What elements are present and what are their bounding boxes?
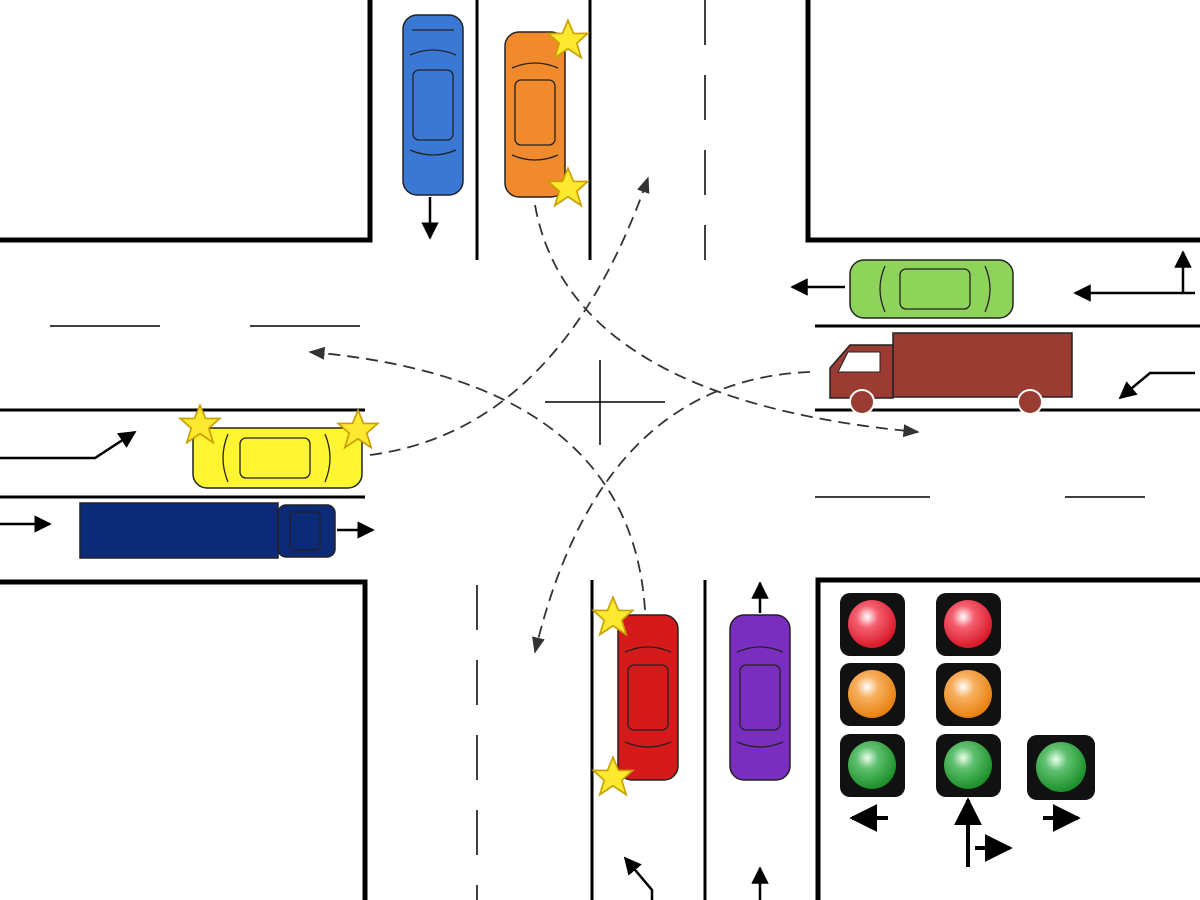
block-top-right xyxy=(805,0,1200,243)
red-car xyxy=(617,614,679,781)
block-bottom-left xyxy=(0,579,368,900)
traffic-light-right-green xyxy=(1027,735,1095,800)
traffic-light-left-amber xyxy=(840,663,905,726)
arrow-turn-icon xyxy=(623,856,654,900)
purple-car xyxy=(729,614,791,781)
block-top-left xyxy=(0,0,373,243)
traffic-lights xyxy=(840,593,1095,867)
traffic-light-left-red xyxy=(840,593,905,656)
block-bottom-right xyxy=(815,577,1200,900)
arrow-turn-icon xyxy=(0,430,137,460)
traffic-light-straight-green xyxy=(936,734,1001,797)
traffic-light-straight-red xyxy=(936,593,1001,656)
navy-truck xyxy=(79,502,336,559)
arrow-turn-icon xyxy=(1118,371,1195,400)
brown-truck xyxy=(829,332,1073,415)
green-car xyxy=(849,259,1014,319)
traffic-light-left-green xyxy=(840,734,905,797)
yellow-car xyxy=(192,427,363,489)
blue-car xyxy=(402,14,464,196)
vehicle-paths xyxy=(308,176,920,654)
traffic-light-straight-amber xyxy=(936,663,1001,726)
orange-car xyxy=(504,31,566,198)
